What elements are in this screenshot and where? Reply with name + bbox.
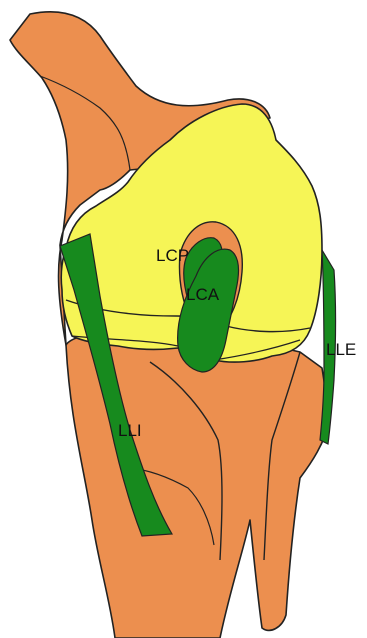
- label-lli: LLI: [118, 421, 142, 440]
- label-lcp: LCP: [156, 246, 189, 265]
- label-lca: LCA: [186, 285, 220, 304]
- label-lle: LLE: [326, 340, 356, 359]
